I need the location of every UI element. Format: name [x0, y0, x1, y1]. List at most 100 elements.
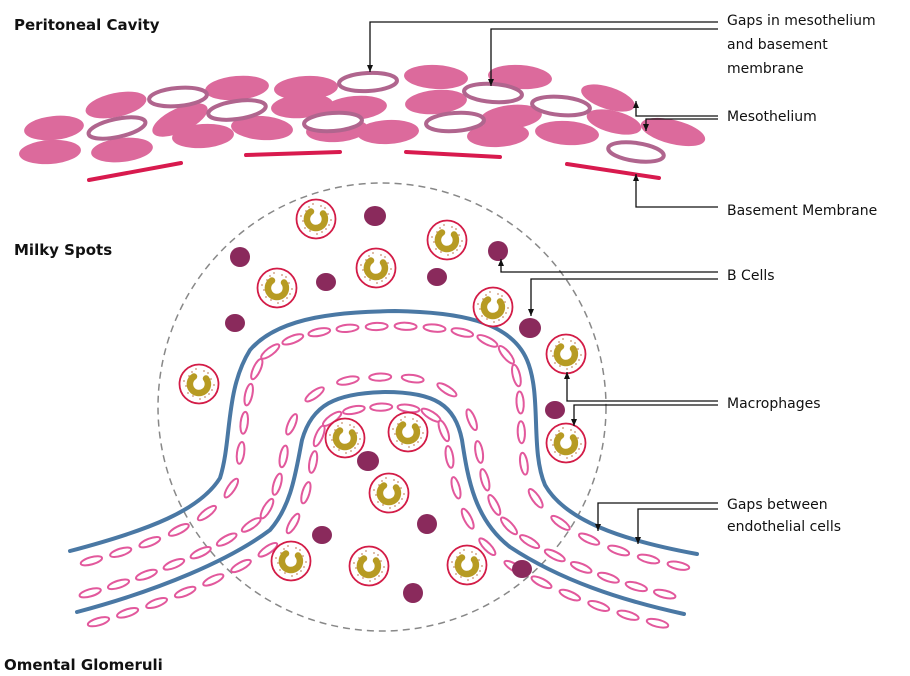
endothelial-cell-icon: [519, 452, 529, 475]
endothelial-cell-icon: [474, 441, 485, 464]
endothelial-cell-icon: [138, 535, 161, 550]
leader-basement-membrane: [636, 174, 718, 207]
basement-membrane-segment: [567, 164, 659, 178]
endothelial-cell-icon: [336, 324, 359, 333]
endothelial-cell-icon: [464, 408, 479, 431]
endothelial-cell-icon: [517, 421, 525, 443]
endothelial-cell-icon: [476, 333, 499, 349]
label-gaps-mesothelium-line-2: and basement: [727, 37, 828, 54]
basement-membrane-segment: [246, 152, 340, 155]
endothelial-cell-icon: [107, 578, 130, 592]
macrophage-icon: [350, 547, 389, 586]
endothelial-cell-icon: [518, 533, 541, 550]
leader-macrophages-1: [567, 372, 718, 401]
mesothelial-cell-icon: [356, 118, 419, 145]
endothelial-cell-icon: [109, 545, 132, 558]
mesothelial-cell-icon: [204, 73, 270, 102]
b-cell-icon: [364, 206, 386, 226]
endothelial-cell-icon: [436, 381, 458, 399]
endothelial-cell-icon: [530, 574, 553, 590]
endothelial-cell-icon: [369, 373, 391, 381]
endothelial-cell-icon: [526, 487, 545, 509]
macrophage-icon: [428, 221, 467, 260]
macrophage-icon: [547, 335, 586, 374]
b-cell-icon: [225, 314, 245, 332]
endothelial-cell-icon: [243, 383, 255, 406]
leader-macrophages-2: [574, 405, 718, 426]
endothelial-cell-icon: [236, 442, 246, 465]
endothelial-cell-icon: [667, 560, 690, 571]
endothelial-cell-icon: [162, 557, 185, 572]
endothelial-cell-icon: [558, 588, 581, 603]
leader-b-cells-2: [531, 279, 718, 316]
macrophage-icon: [258, 269, 297, 308]
endothelial-cell-icon: [215, 531, 238, 548]
label-macrophages: Macrophages: [727, 396, 821, 413]
endothelial-cell-icon: [80, 554, 103, 567]
b-cell-icon: [545, 401, 565, 419]
endothelial-cell-icon: [510, 364, 522, 387]
b-cell-icon: [316, 273, 336, 291]
basement-membrane: [89, 152, 659, 180]
endothelial-cell-icon: [625, 580, 648, 593]
section-title-peritoneal-cavity: Peritoneal Cavity: [14, 16, 160, 34]
endothelial-cell-icon: [304, 385, 326, 404]
endothelial-cell-icon: [637, 553, 660, 565]
endothelial-cell-icon: [646, 617, 669, 629]
endothelial-cell-icon: [284, 512, 301, 535]
macrophage-icon: [474, 288, 513, 327]
endothelial-cell-icon: [423, 323, 446, 332]
label-gaps-mesothelium-line-1: Gaps in mesothelium: [727, 13, 876, 30]
b-cell-icon: [403, 583, 423, 603]
b-cell-icon: [519, 318, 541, 338]
endothelial-cell-icon: [312, 424, 327, 447]
macrophage-icon: [389, 413, 428, 452]
mesothelial-gap-ring: [607, 139, 665, 165]
b-cell-icon: [427, 268, 447, 286]
endothelial-cell-icon: [444, 445, 455, 468]
label-gaps-endothelial-line-2: endothelial cells: [727, 519, 841, 536]
endothelial-cell-icon: [486, 493, 502, 516]
mesothelial-gap-ring: [339, 71, 398, 92]
endothelial-cell-icon: [516, 391, 525, 413]
b-cell-icon: [312, 526, 332, 544]
endothelial-cell-icon: [479, 468, 492, 491]
endothelial-cell-icon: [342, 404, 365, 415]
basement-membrane-segment: [406, 152, 500, 157]
endothelial-cell-icon: [570, 560, 593, 575]
endothelial-cell-icon: [499, 515, 519, 536]
endothelial-cell-icon: [167, 522, 190, 538]
endothelial-cell-icon: [230, 558, 253, 575]
endothelial-cell-icon: [116, 606, 139, 620]
leader-b-cells-1: [501, 259, 718, 272]
endothelial-cell-icon: [543, 547, 566, 563]
mesothelial-cell-icon: [23, 113, 85, 143]
endothelial-cell-icon: [240, 516, 262, 534]
endothelial-cell-icon: [450, 476, 463, 499]
macrophage-icon: [326, 419, 365, 458]
endothelial-cell-icon: [597, 571, 620, 585]
b-cell-icon: [230, 247, 250, 267]
endothelial-cell-icon: [189, 545, 212, 561]
section-title-milky-spots: Milky Spots: [14, 241, 112, 259]
endothelial-cell-icon: [497, 344, 517, 366]
endothelial-cell-icon: [394, 322, 416, 330]
endothelial-cell-icon: [174, 585, 197, 600]
b-cell-icon: [417, 514, 437, 534]
endothelial-cell-icon: [281, 332, 304, 346]
endothelial-cell-icon: [370, 403, 392, 411]
macrophage-icon: [357, 249, 396, 288]
endothelial-cell-icon: [549, 514, 571, 533]
macrophage-icon: [370, 474, 409, 513]
outer-vessel-wall: [70, 311, 697, 554]
endothelial-cell-icon: [587, 599, 610, 613]
endothelial-cell-icon: [258, 497, 275, 520]
endothelial-cell-icon: [308, 451, 319, 474]
endothelial-cell-icon: [308, 327, 331, 338]
endothelial-cell-icon: [249, 358, 265, 381]
endothelial-cell-icon: [653, 588, 676, 600]
mesothelial-cell-icon: [403, 63, 468, 90]
endothelial-cell-icon: [222, 477, 240, 499]
